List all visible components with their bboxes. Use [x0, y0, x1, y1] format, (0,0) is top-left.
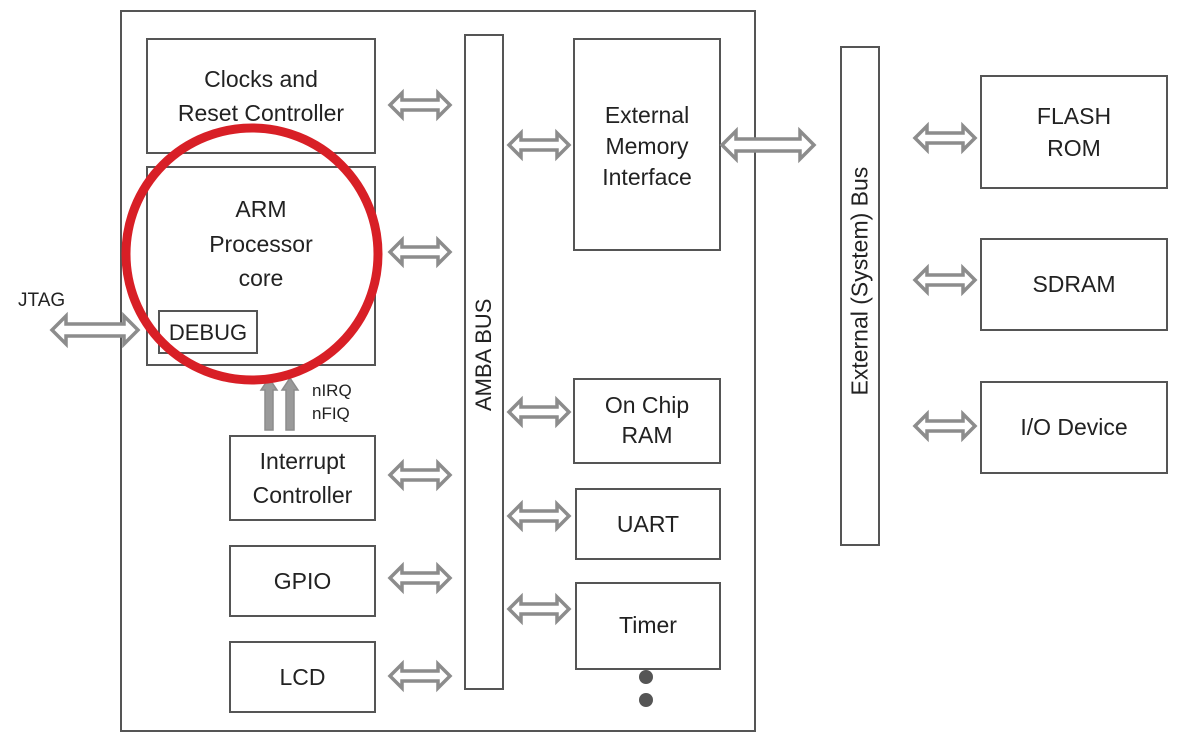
timer-label: Timer: [619, 611, 677, 638]
on-chip-ram-block: On Chip RAM: [573, 378, 721, 464]
lcd-block: LCD: [229, 641, 376, 713]
clocks-reset-controller-block: Clocks and Reset Controller: [146, 38, 376, 154]
flash-rom-block: FLASH ROM: [980, 75, 1168, 189]
irq-up-arrow: [259, 376, 279, 431]
sdram-label: SDRAM: [1032, 271, 1116, 298]
arm-processor-core-label: ARM Processor core: [209, 196, 313, 291]
sdram-block: SDRAM: [980, 238, 1168, 331]
amba-timer-arrow: [507, 595, 571, 623]
on-chip-ram-label: On Chip RAM: [604, 392, 690, 448]
extmem-extbus-arrow: [719, 126, 817, 164]
uart-block: UART: [575, 488, 721, 560]
extbus-io-arrow: [913, 412, 977, 440]
lcd-label: LCD: [279, 663, 326, 690]
interrupt-amba-arrow: [388, 461, 452, 489]
debug-block: DEBUG: [158, 310, 258, 354]
gpio-label: GPIO: [273, 567, 332, 594]
extbus-sdram-arrow: [913, 266, 977, 294]
jtag-label: JTAG: [18, 290, 66, 311]
interrupt-controller-label: Interrupt Controller: [252, 447, 353, 509]
external-memory-interface-label: External Memory Interface: [602, 102, 692, 191]
clocks-reset-controller-label: Clocks and Reset Controller: [177, 65, 345, 127]
clocks-amba-arrow: [388, 91, 452, 119]
amba-ram-arrow: [507, 398, 571, 426]
gpio-block: GPIO: [229, 545, 376, 617]
amba-uart-arrow: [507, 502, 571, 530]
flash-rom-label: FLASH ROM: [1036, 102, 1112, 161]
gpio-amba-arrow: [388, 564, 452, 592]
amba-extmem-arrow: [507, 131, 571, 159]
fiq-up-arrow: [280, 376, 300, 431]
interrupt-controller-block: Interrupt Controller: [229, 435, 376, 521]
io-device-label: I/O Device: [1020, 414, 1128, 441]
highlight-circle: [121, 123, 383, 385]
lcd-amba-arrow: [388, 662, 452, 690]
amba-bus-block: [464, 34, 504, 690]
external-system-bus-block: [840, 46, 880, 546]
arm-amba-arrow: [388, 238, 452, 266]
io-device-block: I/O Device: [980, 381, 1168, 474]
extbus-flash-arrow: [913, 124, 977, 152]
external-memory-interface-block: External Memory Interface: [573, 38, 721, 251]
timer-block: Timer: [575, 582, 721, 670]
continuation-dot-1: [639, 670, 653, 684]
continuation-dot-2: [639, 693, 653, 707]
jtag-debug-arrow: [49, 311, 141, 349]
uart-label: UART: [616, 510, 680, 537]
debug-label: DEBUG: [168, 319, 248, 345]
irq-fiq-label: nIRQ nFIQ: [312, 381, 352, 423]
